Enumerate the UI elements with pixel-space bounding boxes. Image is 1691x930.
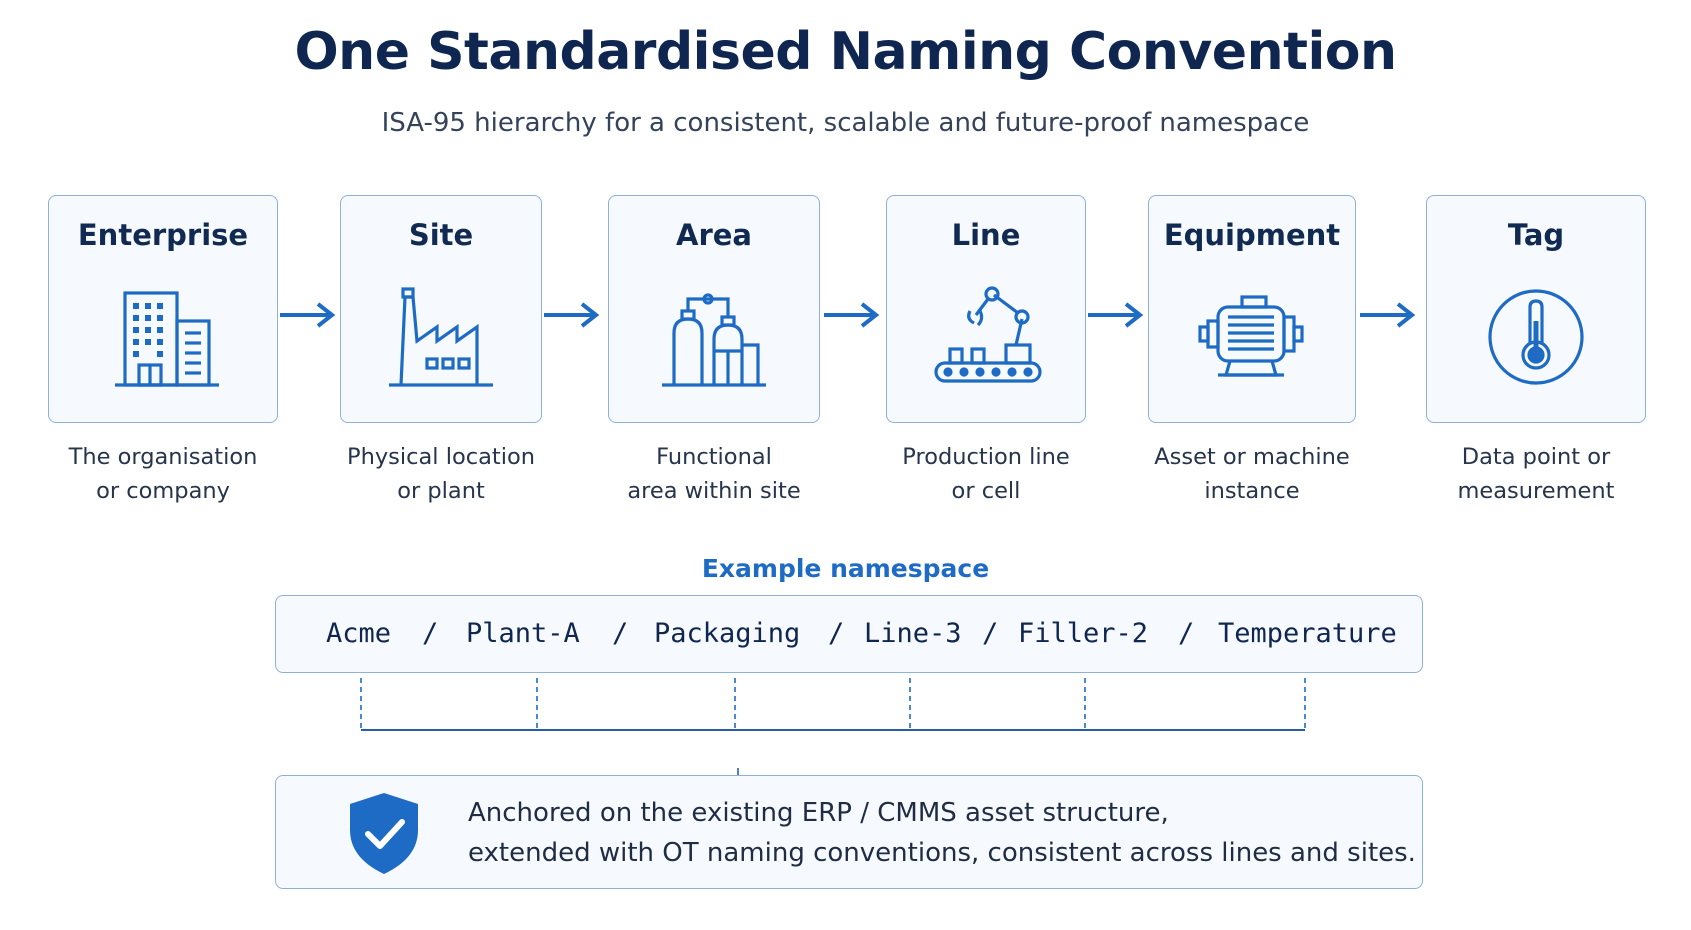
level-card-site: Site: [340, 195, 542, 423]
note-text-line-1: Anchored on the existing ERP / CMMS asse…: [468, 798, 1169, 828]
robot-arm-conveyor-icon: [934, 286, 1042, 383]
thermometer-icon: [1488, 289, 1584, 385]
level-card-line: Line: [886, 195, 1086, 423]
arrow-right-icon: [280, 302, 336, 328]
level-title: Enterprise: [77, 218, 249, 252]
level-card-equipment: Equipment: [1148, 195, 1356, 423]
page-subtitle: ISA-95 hierarchy for a consistent, scala…: [381, 108, 1310, 138]
arrow-right-icon: [544, 302, 600, 328]
factory-icon: [389, 287, 493, 387]
namespace-separator: /: [982, 618, 999, 649]
level-card-tag: Tag: [1426, 195, 1646, 423]
arrow-right-icon: [824, 302, 880, 328]
namespace-segment: Acme: [326, 618, 392, 649]
level-title: Equipment: [1163, 218, 1341, 252]
namespace-segment: Plant-A: [466, 618, 580, 649]
note-text-line-2: extended with OT naming conventions, con…: [468, 838, 1416, 868]
namespace-segment: Line-3: [864, 618, 962, 649]
namespace-segment: Temperature: [1218, 618, 1397, 649]
arrow-right-icon: [1088, 302, 1144, 328]
tanks-icon: [662, 293, 766, 387]
level-card-enterprise: Enterprise: [48, 195, 278, 423]
example-namespace-label: Example namespace: [701, 554, 990, 583]
level-card-area: Area: [608, 195, 820, 423]
office-building-icon: [115, 291, 219, 387]
note-box: Anchored on the existing ERP / CMMS asse…: [275, 775, 1423, 889]
level-title: Area: [676, 218, 752, 252]
level-title: Tag: [1507, 218, 1565, 252]
level-title: Line: [951, 218, 1021, 252]
arrow-right-icon: [1360, 302, 1416, 328]
shield-check-icon: [350, 793, 418, 874]
namespace-path-box: Acme / Plant-A / Packaging / Line-3 / Fi…: [275, 595, 1423, 673]
page-title: One Standardised Naming Convention: [294, 22, 1397, 82]
motor-icon: [1198, 295, 1304, 377]
namespace-separator: /: [612, 618, 629, 649]
namespace-segment: Packaging: [654, 618, 801, 649]
namespace-separator: /: [422, 618, 439, 649]
namespace-segment: Filler-2: [1018, 618, 1149, 649]
namespace-separator: /: [828, 618, 845, 649]
namespace-separator: /: [1178, 618, 1195, 649]
level-title: Site: [408, 218, 474, 252]
